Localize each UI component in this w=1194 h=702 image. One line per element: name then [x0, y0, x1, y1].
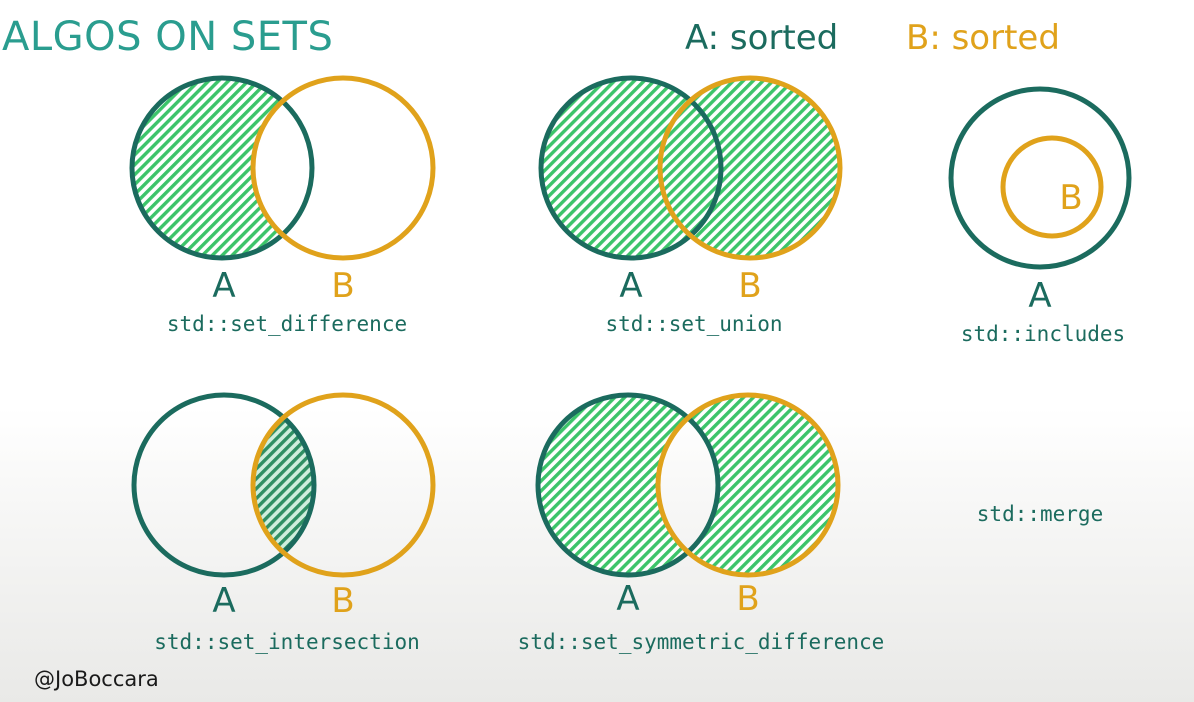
label-a: A	[619, 266, 642, 306]
label-a: A	[212, 266, 235, 306]
diagram-set-difference: A B	[129, 75, 436, 306]
circle-b	[1000, 135, 1104, 239]
diagram-set-union: A B	[538, 75, 843, 306]
label-a: A	[1028, 276, 1051, 316]
slide-title: ALGOS ON SETS	[2, 14, 334, 60]
circle-b	[250, 392, 436, 578]
circle-a	[538, 75, 724, 261]
algo-set-intersection: std::set_intersection	[154, 630, 420, 654]
label-b: B	[331, 581, 354, 621]
label-b: B	[1059, 178, 1082, 218]
legend-set-b: B: sorted	[906, 18, 1060, 58]
label-b: B	[736, 579, 759, 619]
label-a: A	[616, 579, 639, 619]
region-symmetric-difference	[538, 395, 838, 575]
diagram-set-symmetric-difference: A B	[535, 392, 841, 619]
circle-a	[948, 86, 1132, 270]
algo-set-symmetric-difference: std::set_symmetric_difference	[517, 630, 885, 654]
circle-a	[129, 75, 315, 261]
circle-b	[655, 392, 841, 578]
circle-b	[657, 75, 843, 261]
region-b	[660, 78, 840, 258]
label-b: B	[738, 266, 761, 306]
diagram-includes: B A	[948, 86, 1132, 316]
circle-b	[250, 75, 436, 261]
circle-a	[535, 392, 721, 578]
author-watermark: @JoBoccara	[34, 667, 159, 691]
label-b: B	[331, 266, 354, 306]
algo-merge: std::merge	[976, 502, 1104, 526]
algo-set-difference: std::set_difference	[166, 312, 408, 336]
algo-set-union: std::set_union	[605, 312, 783, 336]
label-a: A	[212, 581, 235, 621]
region-intersection	[253, 395, 314, 575]
legend-set-a: A: sorted	[685, 18, 839, 58]
region-a-minus-b	[133, 77, 282, 258]
diagram-set-intersection: A B	[131, 392, 436, 621]
circle-a	[131, 392, 317, 578]
algo-includes: std::includes	[960, 322, 1126, 346]
